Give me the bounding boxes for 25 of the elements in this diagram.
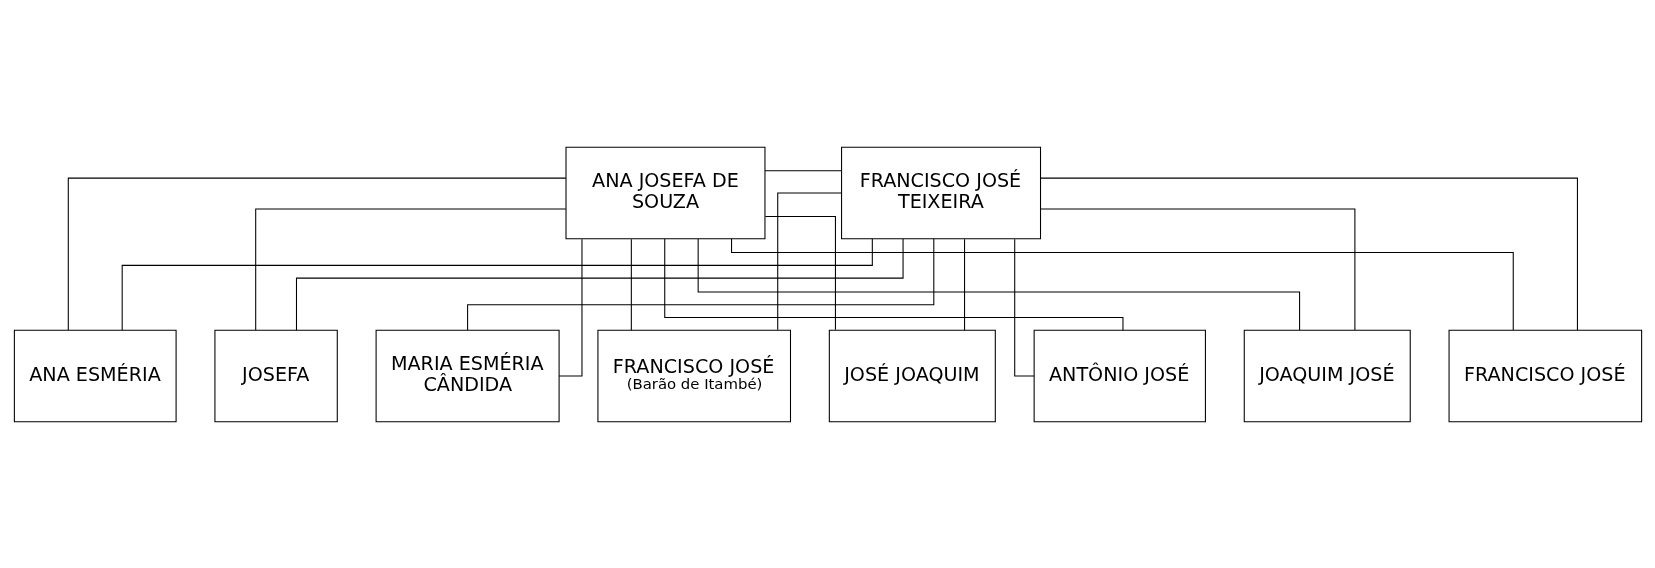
node-box: JOSEFA: [213, 329, 338, 422]
connector: [963, 238, 965, 331]
connector: [776, 191, 842, 330]
node-box: FRANCISCO JOSÉ (Barão de Itambé): [596, 329, 791, 422]
node-box: FRANCISCO JOSÉ: [1448, 329, 1642, 422]
connector: [697, 237, 1300, 331]
connector: [630, 238, 632, 331]
node-box: JOSÉ JOAQUIM: [828, 329, 996, 422]
node-box: FRANCISCO JOSÉ TEIXEIRA: [840, 146, 1041, 239]
connector: [1039, 177, 1578, 331]
node-box: ANA ESMÉRIA: [13, 329, 177, 422]
connector: [121, 237, 873, 331]
connector: [558, 238, 582, 377]
connector: [764, 215, 836, 330]
node-box: ANTÔNIO JOSÉ: [1033, 329, 1206, 422]
connector: [466, 237, 934, 331]
connector: [730, 237, 1514, 331]
connector: [295, 238, 904, 331]
node-box: JOAQUIM JOSÉ: [1243, 329, 1411, 422]
connector: [254, 207, 566, 330]
node-box: MARIA ESMÉRIA CÂNDIDA: [375, 329, 560, 422]
connector: [763, 169, 842, 171]
connector: [67, 177, 566, 331]
node-box: ANA JOSEFA DE SOUZA: [565, 146, 765, 239]
connector: [1039, 207, 1355, 330]
